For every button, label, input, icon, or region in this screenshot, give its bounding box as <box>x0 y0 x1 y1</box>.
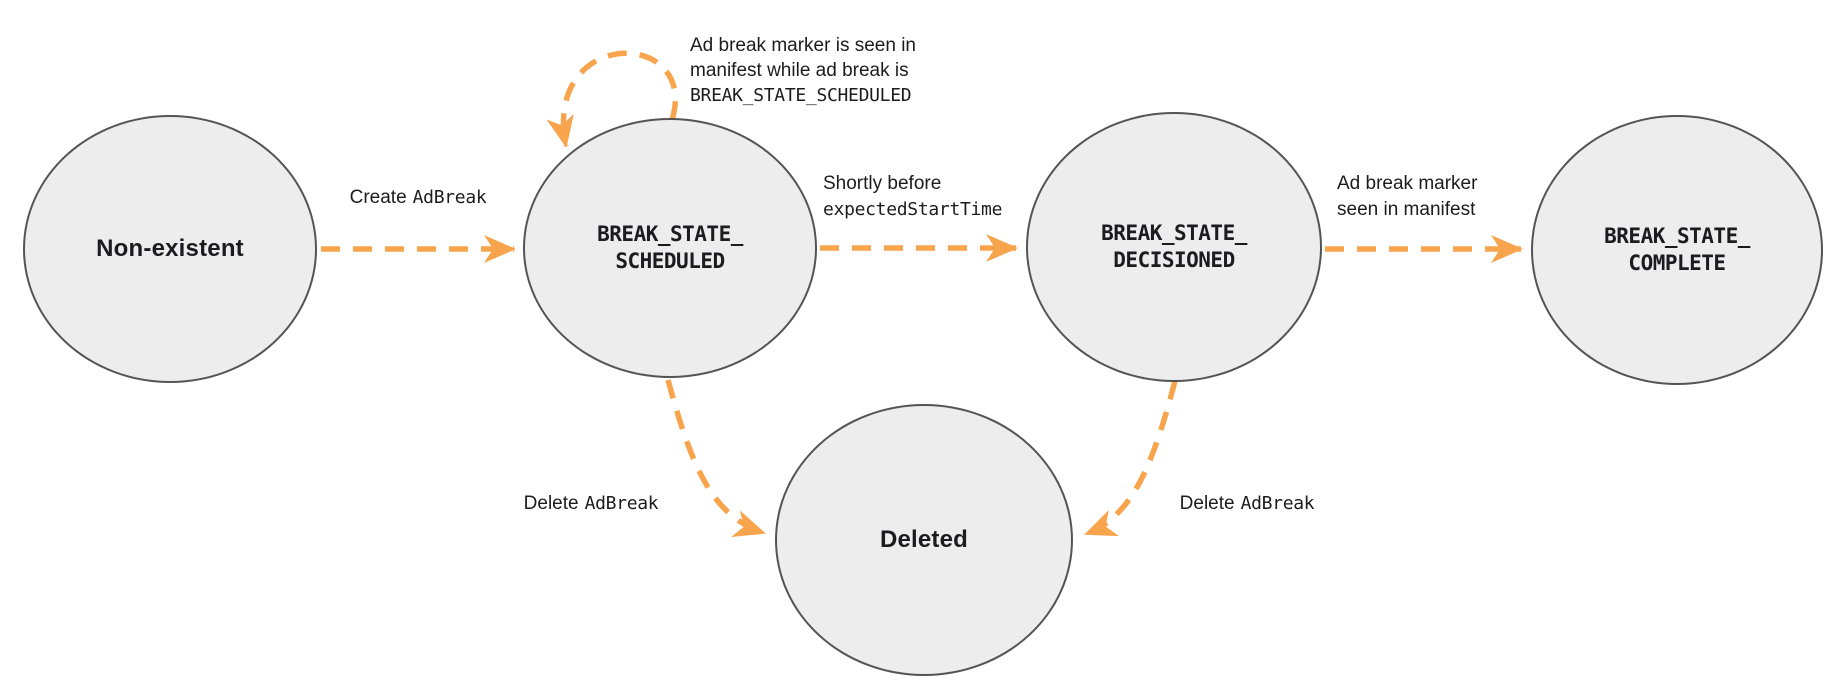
state-label-complete-line2: COMPLETE <box>1628 251 1726 275</box>
state-label-complete-line1: BREAK_STATE_ <box>1604 224 1750 248</box>
edge-label-delete-left-code: AdBreak <box>584 493 659 514</box>
edge-label-self-loop-line1: Ad break marker is seen in <box>690 35 916 56</box>
state-node-break-state-scheduled: BREAK_STATE_ SCHEDULED <box>523 118 817 378</box>
edge-label-delete-adbreak-left: Delete AdBreak <box>524 491 659 517</box>
edge-label-marker-seen-line2: seen in manifest <box>1337 199 1476 220</box>
state-label-decisioned-line1: BREAK_STATE_ <box>1101 221 1247 245</box>
edge-label-shortly-before-code: expectedStartTime <box>823 199 1003 220</box>
state-node-break-state-decisioned: BREAK_STATE_ DECISIONED <box>1026 112 1322 382</box>
edge-label-self-loop: Ad break marker is seen in manifest whil… <box>690 33 916 108</box>
edge-label-shortly-before: Shortly before expectedStartTime <box>823 171 1002 223</box>
state-label-scheduled-line1: BREAK_STATE_ <box>597 222 743 246</box>
edge-label-marker-seen: Ad break marker seen in manifest <box>1337 171 1477 223</box>
edge-label-self-loop-line2: manifest while ad break is <box>690 60 909 81</box>
edge-delete-right-arrow <box>1084 380 1178 537</box>
state-node-deleted: Deleted <box>775 404 1073 676</box>
edge-delete-left-arrow <box>665 379 766 537</box>
edge-label-create-text: Create <box>349 187 407 208</box>
state-node-break-state-complete: BREAK_STATE_ COMPLETE <box>1531 115 1823 385</box>
edge-label-create-code: AdBreak <box>412 187 487 208</box>
edge-label-delete-adbreak-right: Delete AdBreak <box>1180 491 1315 517</box>
edge-label-delete-right-text: Delete <box>1179 493 1235 514</box>
state-label-decisioned-line2: DECISIONED <box>1113 248 1235 272</box>
state-label-scheduled-line2: SCHEDULED <box>615 249 725 273</box>
edge-label-delete-left-text: Delete <box>523 493 579 514</box>
edge-label-create-adbreak: Create AdBreak <box>350 185 487 211</box>
edge-label-delete-right-code: AdBreak <box>1240 493 1315 514</box>
state-node-non-existent: Non-existent <box>23 115 317 383</box>
edge-label-marker-seen-line1: Ad break marker <box>1337 173 1478 194</box>
state-label-deleted: Deleted <box>879 526 969 553</box>
edge-label-shortly-before-text: Shortly before <box>823 173 942 194</box>
state-label-non-existent: Non-existent <box>96 235 244 262</box>
edge-label-self-loop-code: BREAK_STATE_SCHEDULED <box>690 85 912 106</box>
